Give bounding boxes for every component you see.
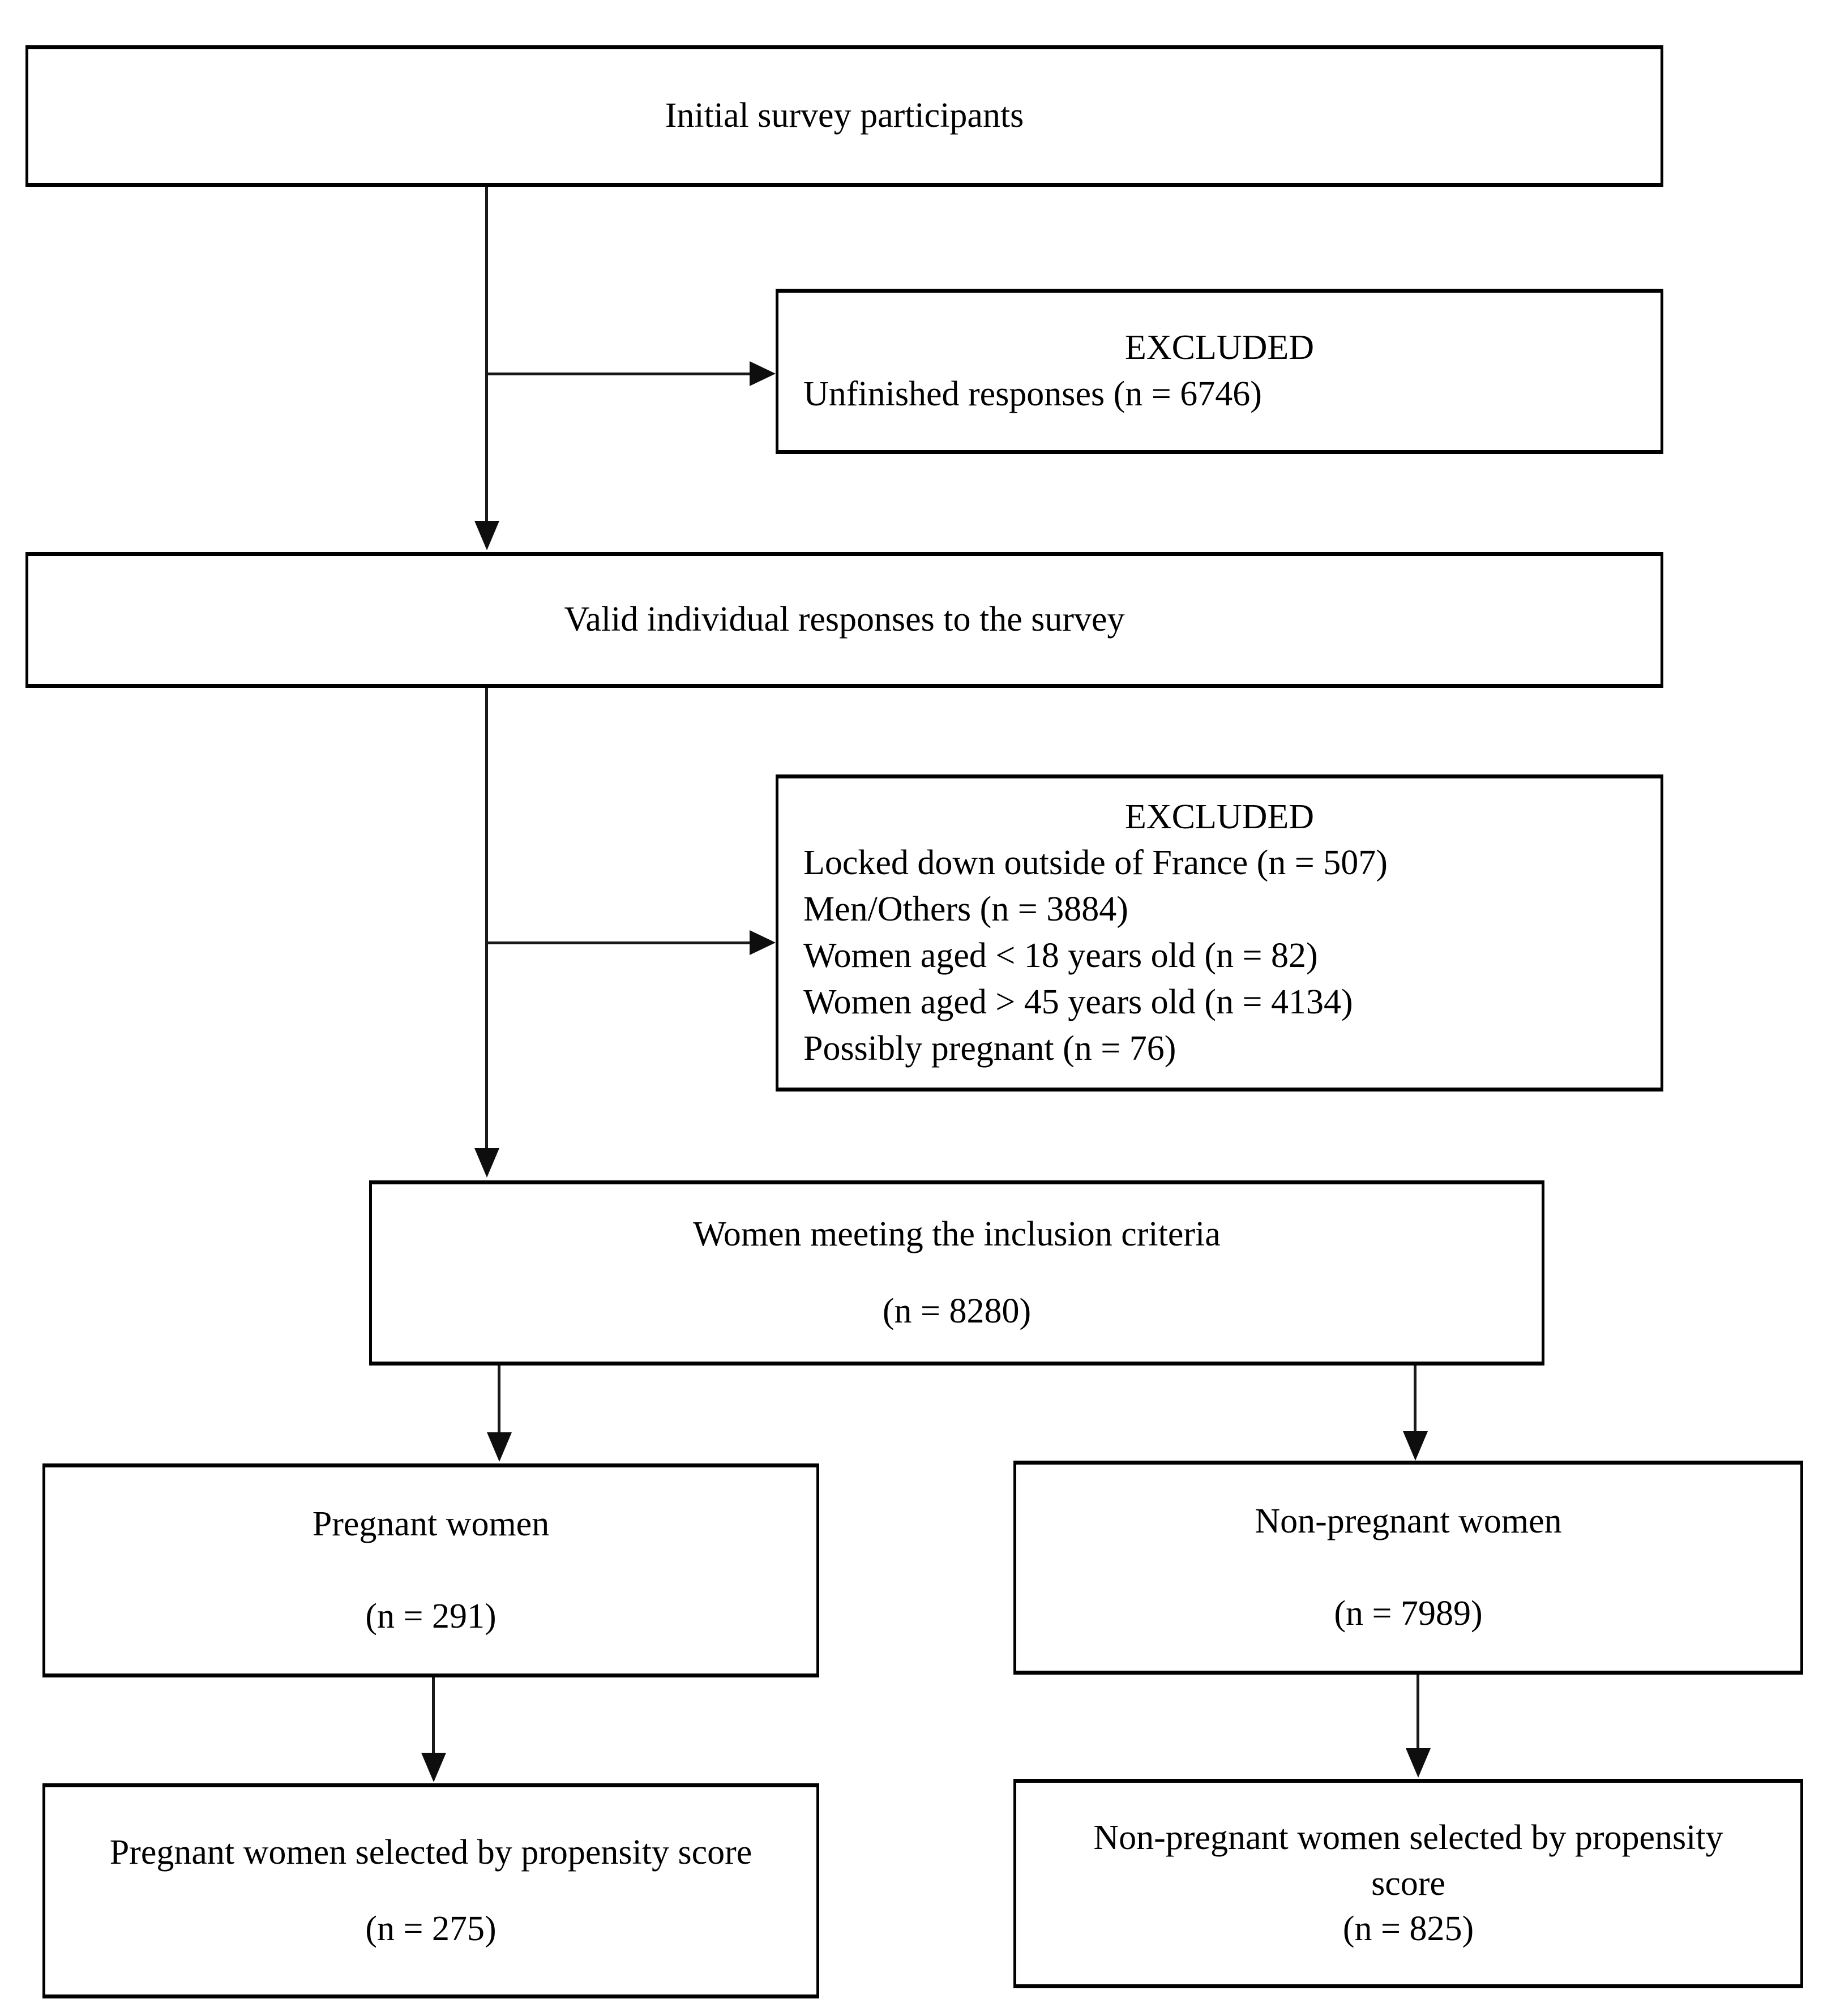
inclusion-criteria-label: Women meeting the inclusion criteria [693, 1215, 1221, 1253]
arrow-right-icon [750, 930, 776, 955]
inclusion-criteria-box: Women meeting the inclusion criteria (n … [369, 1180, 1544, 1366]
pregnant-women-label: Pregnant women [312, 1505, 550, 1543]
arrow-down-icon [1406, 1748, 1431, 1778]
excluded-criteria-item: Women aged > 45 years old (n = 4134) [803, 982, 1353, 1021]
pregnant-selected-label: Pregnant women selected by propensity sc… [109, 1833, 752, 1872]
initial-participants-label: Initial survey participants [665, 96, 1024, 135]
arrow-down-icon [487, 1432, 512, 1462]
connector-valid-to-inclusion [485, 688, 488, 1148]
connector-inclusion-to-pregnant [498, 1366, 500, 1432]
connector-to-excluded-unfinished [487, 373, 750, 375]
arrow-down-icon [474, 521, 499, 550]
pregnant-selected-box: Pregnant women selected by propensity sc… [42, 1783, 819, 1998]
inclusion-criteria-count: (n = 8280) [882, 1291, 1032, 1330]
nonpregnant-selected-label-line1: Non-pregnant women selected by propensit… [1093, 1818, 1723, 1857]
excluded-criteria-item: Women aged < 18 years old (n = 82) [803, 936, 1318, 975]
arrow-down-icon [1403, 1431, 1428, 1461]
pregnant-women-count: (n = 291) [365, 1596, 497, 1636]
initial-participants-box: Initial survey participants [25, 45, 1663, 187]
connector-to-excluded-criteria [487, 941, 750, 944]
nonpregnant-selected-box: Non-pregnant women selected by propensit… [1013, 1779, 1803, 1988]
nonpregnant-women-count: (n = 7989) [1334, 1594, 1483, 1633]
connector-initial-to-valid [485, 187, 488, 522]
arrow-right-icon [750, 361, 776, 386]
excluded-unfinished-heading: EXCLUDED [1124, 328, 1315, 367]
connector-inclusion-to-nonpregnant [1414, 1366, 1417, 1431]
arrow-down-icon [421, 1753, 446, 1782]
excluded-criteria-item: Men/Others (n = 3884) [803, 890, 1128, 929]
nonpregnant-selected-label-line2: score [1371, 1864, 1445, 1903]
valid-responses-label: Valid individual responses to the survey [564, 600, 1125, 639]
excluded-unfinished-item: Unfinished responses (n = 6746) [803, 375, 1262, 413]
connector-pregnant-to-selected [432, 1677, 435, 1753]
valid-responses-box: Valid individual responses to the survey [25, 552, 1663, 688]
connector-nonpregnant-to-selected [1417, 1675, 1419, 1748]
excluded-criteria-item: Locked down outside of France (n = 507) [803, 844, 1388, 883]
arrow-down-icon [474, 1148, 499, 1178]
excluded-criteria-heading: EXCLUDED [1124, 797, 1315, 836]
pregnant-selected-count: (n = 275) [365, 1910, 497, 1948]
excluded-criteria-item: Possibly pregnant (n = 76) [803, 1029, 1176, 1068]
excluded-unfinished-box: EXCLUDED Unfinished responses (n = 6746) [776, 289, 1663, 454]
nonpregnant-selected-count: (n = 825) [1342, 1910, 1474, 1949]
nonpregnant-women-box: Non-pregnant women (n = 7989) [1013, 1461, 1803, 1675]
nonpregnant-women-label: Non-pregnant women [1255, 1502, 1562, 1540]
excluded-criteria-box: EXCLUDED Locked down outside of France (… [776, 774, 1663, 1092]
pregnant-women-box: Pregnant women (n = 291) [42, 1463, 819, 1677]
